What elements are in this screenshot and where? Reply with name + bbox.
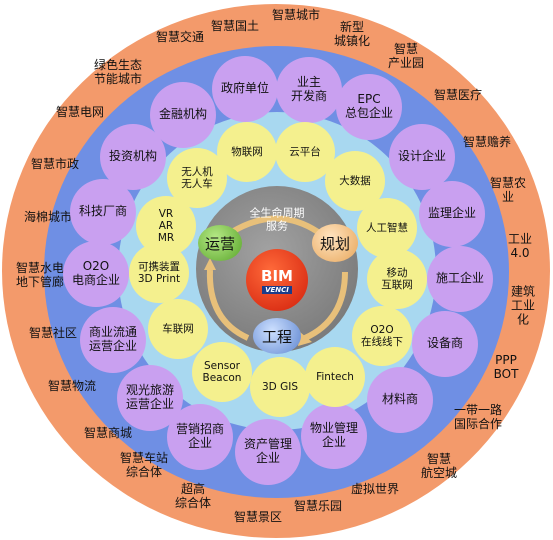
stakeholder-bubble-15: 投资机构 <box>100 124 166 190</box>
stakeholder-bubble-3: 设计企业 <box>389 124 455 190</box>
bim-core-title: BIM <box>261 266 293 285</box>
stakeholder-bubble-1: 业主 开发商 <box>276 57 342 123</box>
outer-label-5: 智慧赡养 <box>462 135 512 150</box>
outer-label-20: 智慧水电 地下管廊 <box>15 261 65 289</box>
venci-logo: VENCI <box>262 285 292 294</box>
phase-planning: 规划 <box>312 224 358 262</box>
outer-label-15: 超高 综合体 <box>174 482 212 510</box>
lifecycle-label: 全生命周期 服务 <box>249 206 305 232</box>
outer-label-19: 智慧社区 <box>28 326 78 341</box>
technology-bubble-4: 移动 互联网 <box>367 249 427 309</box>
bim-core: BIM VENCI <box>246 249 308 311</box>
outer-label-17: 智慧商城 <box>83 426 133 441</box>
outer-label-22: 智慧市政 <box>30 157 80 172</box>
stakeholder-bubble-5: 施工企业 <box>427 246 493 312</box>
outer-label-23: 智慧电网 <box>55 105 105 120</box>
technology-bubble-9: 车联网 <box>148 299 208 359</box>
technology-bubble-5: O2O 在线线下 <box>352 306 412 366</box>
outer-label-7: 工业 4.0 <box>507 232 533 260</box>
outer-label-6: 智慧农业 <box>489 176 526 204</box>
outer-label-9: PPP BOT <box>493 353 519 381</box>
stakeholder-bubble-14: 科技厂商 <box>70 179 136 245</box>
stakeholder-bubble-4: 监理企业 <box>419 181 485 247</box>
outer-label-4: 智慧医疗 <box>433 88 483 103</box>
outer-label-11: 智慧 航空城 <box>420 452 458 480</box>
outer-label-0: 智慧国土 <box>210 19 260 34</box>
stakeholder-bubble-7: 材料商 <box>367 367 433 433</box>
stakeholder-bubble-8: 物业管理 企业 <box>301 403 367 469</box>
outer-label-18: 智慧物流 <box>47 379 97 394</box>
outer-label-2: 新型 城镇化 <box>333 20 371 48</box>
stakeholder-bubble-0: 政府单位 <box>212 56 278 122</box>
outer-label-12: 虚拟世界 <box>350 482 400 497</box>
technology-bubble-1: 云平台 <box>275 122 335 182</box>
technology-bubble-0: 物联网 <box>217 122 277 182</box>
stakeholder-bubble-11: 观光旅游 运营企业 <box>117 365 183 431</box>
outer-label-10: 一带一路 国际合作 <box>453 403 503 431</box>
outer-label-1: 智慧城市 <box>271 8 321 23</box>
phase-engineering: 工程 <box>253 318 301 354</box>
outer-label-8: 建筑 工业化 <box>510 284 535 326</box>
outer-label-21: 海棉城市 <box>23 210 73 225</box>
phase-operations: 运营 <box>198 225 242 261</box>
outer-label-16: 智慧车站 综合体 <box>119 451 169 479</box>
outer-label-24: 绿色生态 节能城市 <box>93 58 143 86</box>
outer-label-3: 智慧 产业园 <box>387 42 425 70</box>
technology-bubble-8: Sensor Beacon <box>192 342 252 402</box>
stakeholder-bubble-13: O2O 电商企业 <box>63 241 129 307</box>
stakeholder-bubble-12: 商业流通 运营企业 <box>80 307 146 373</box>
stakeholder-bubble-6: 设备商 <box>412 311 478 377</box>
technology-bubble-6: Fintech <box>305 347 365 407</box>
stakeholder-bubble-9: 资产管理 企业 <box>235 419 301 485</box>
stakeholder-bubble-16: 金融机构 <box>150 82 216 148</box>
technology-bubble-3: 人工智慧 <box>357 198 417 258</box>
technology-bubble-7: 3D GIS <box>250 357 310 417</box>
outer-label-25: 智慧交通 <box>155 30 205 45</box>
outer-label-13: 智慧乐园 <box>293 499 343 514</box>
stakeholder-bubble-2: EPC 总包企业 <box>336 74 402 140</box>
outer-label-14: 智慧景区 <box>233 510 283 525</box>
technology-bubble-12: 无人机 无人车 <box>167 148 227 208</box>
